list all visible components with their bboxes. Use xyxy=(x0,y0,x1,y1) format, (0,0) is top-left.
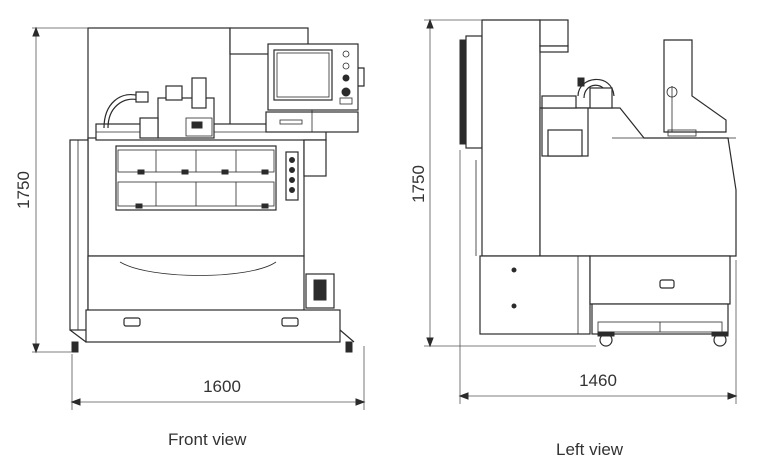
left-view-machine xyxy=(459,19,737,347)
left-height-label: 1750 xyxy=(409,165,428,203)
left-depth-label: 1460 xyxy=(579,371,617,390)
left-view-caption: Left view xyxy=(556,440,624,459)
front-view-machine xyxy=(69,27,365,353)
left-depth-dimension xyxy=(458,150,738,404)
front-height-dimension xyxy=(32,26,88,354)
left-height-dimension xyxy=(424,18,596,348)
front-width-dimension xyxy=(70,346,366,410)
front-height-label: 1750 xyxy=(14,171,33,209)
front-view-caption: Front view xyxy=(168,430,247,449)
front-width-label: 1600 xyxy=(203,377,241,396)
